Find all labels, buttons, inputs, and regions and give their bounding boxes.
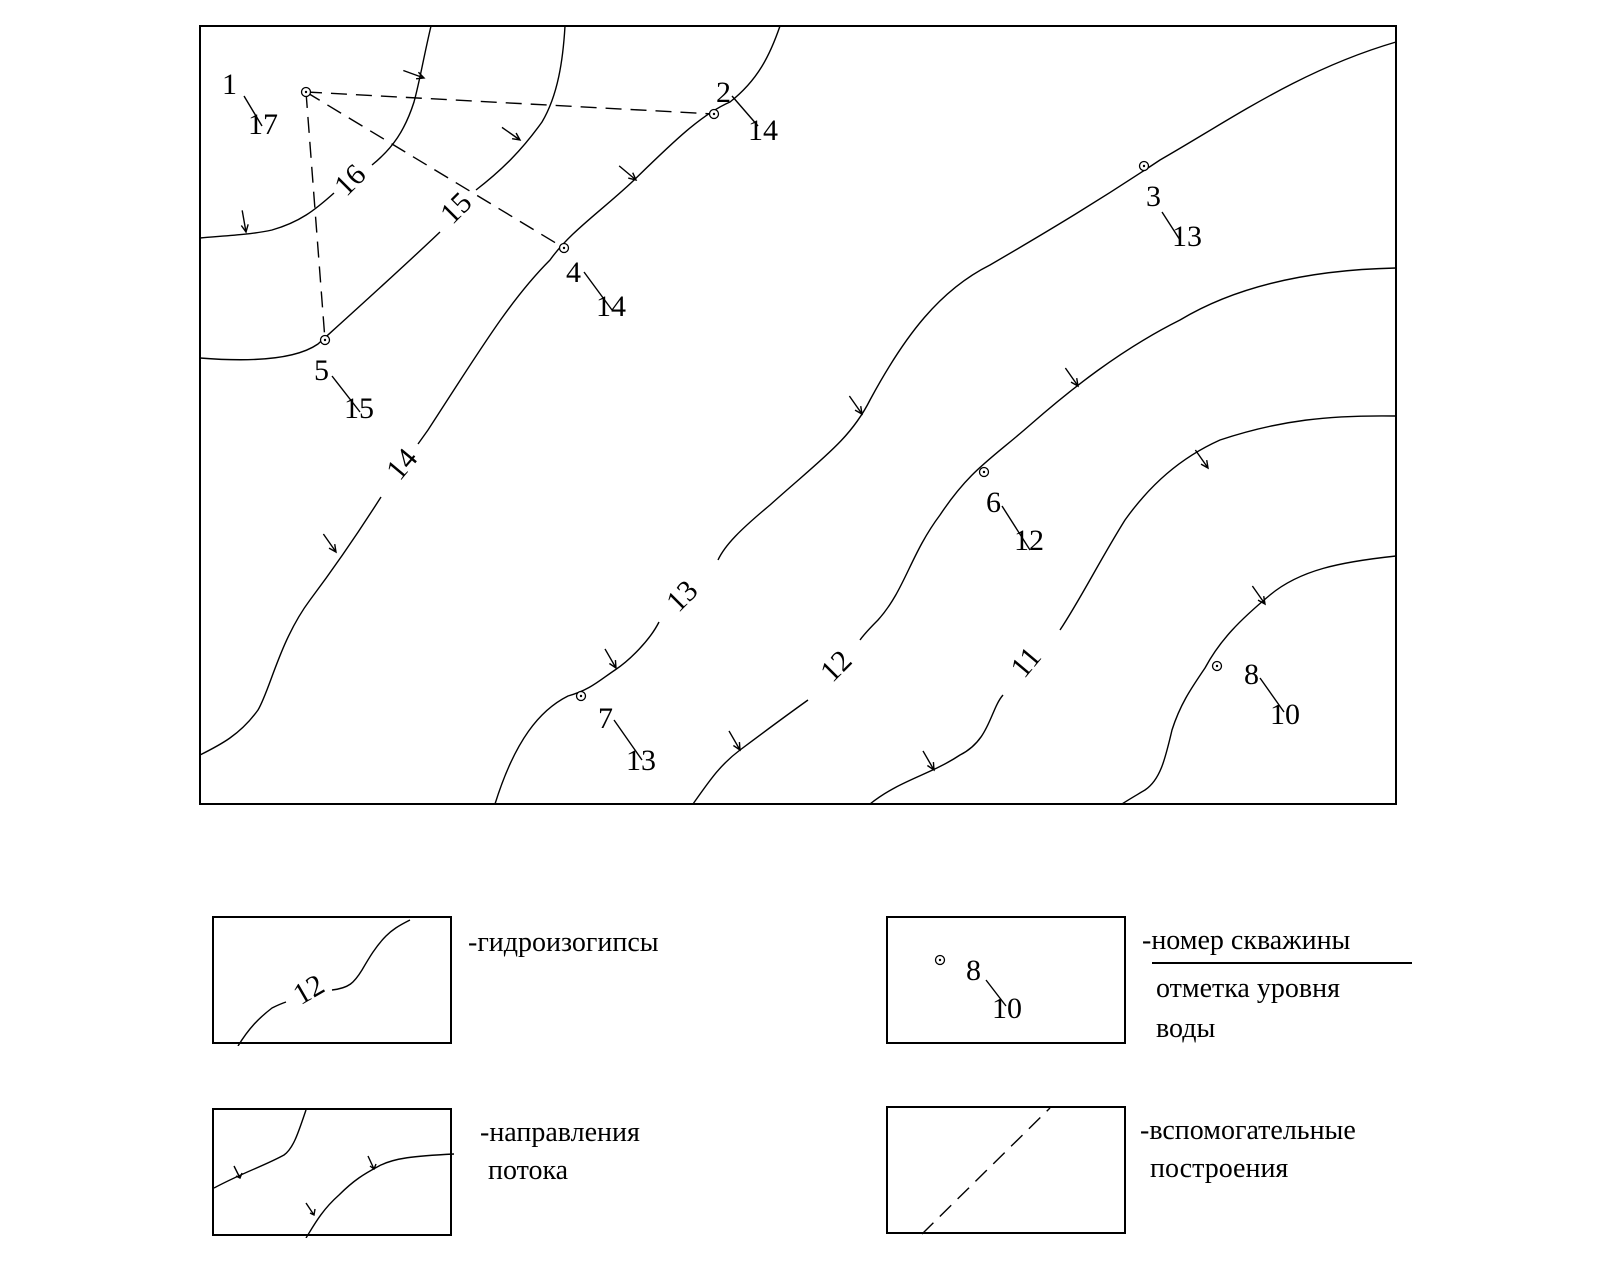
- well-8: 8 10: [1211, 658, 1300, 731]
- legend-flow-text-1: -направления: [480, 1117, 640, 1148]
- well-1: 1 17: [222, 68, 312, 141]
- contour-15-line: [199, 25, 566, 361]
- flow-arrows: [240, 69, 1266, 772]
- legend-well-text-bottom-2: воды: [1156, 1013, 1216, 1044]
- legend-well-text-top: -номер скважины: [1142, 925, 1351, 956]
- flow-arrow-icon: [618, 165, 638, 182]
- well-water-level-label: 14: [596, 290, 626, 323]
- legend-auxiliary-text-1: -вспомогательные: [1140, 1115, 1356, 1146]
- well-3: 3 13: [1138, 160, 1202, 253]
- well-fraction-slash: [613, 719, 643, 761]
- legend-hydroisohypse-box: 12: [212, 916, 452, 1046]
- flow-arrow-icon: [1064, 367, 1079, 388]
- well-water-level-label: 12: [1014, 524, 1044, 557]
- contour-label-11: 11: [1004, 641, 1048, 684]
- flow-arrow-icon: [728, 730, 741, 752]
- well-number-label: 8: [1244, 658, 1259, 691]
- well-6: 6 12: [978, 466, 1044, 557]
- legend-auxiliary-text-2: построения: [1150, 1153, 1289, 1184]
- well-number-label: 4: [566, 256, 581, 289]
- legend-flow-text-2: потока: [488, 1155, 569, 1186]
- well-water-level-label: 13: [626, 744, 656, 777]
- contour-13-line: [494, 41, 1397, 805]
- contour-11-line: [869, 415, 1397, 805]
- legend-well-level: 10: [992, 992, 1022, 1025]
- well-fraction-slash: [1161, 211, 1181, 241]
- well-fraction-slash: [331, 375, 361, 413]
- well-number-label: 7: [598, 702, 613, 735]
- legend-well-fraction-line: [1152, 962, 1412, 964]
- flow-arrow-icon: [322, 533, 337, 554]
- contour-label-13: 13: [660, 574, 705, 619]
- contour-16-line: [199, 25, 432, 239]
- map-frame: [199, 25, 1397, 805]
- legend-flow-box: [212, 1108, 454, 1238]
- flow-arrow-icon: [604, 648, 617, 670]
- flow-arrow-icon: [501, 126, 522, 141]
- flow-arrow-icon: [848, 395, 863, 416]
- legend-hydroisohypse-text: -гидроизогипсы: [468, 927, 659, 958]
- contour-10-line: [1121, 555, 1397, 805]
- legend-auxiliary-box: [886, 1106, 1126, 1235]
- contour-label-15: 15: [434, 186, 479, 231]
- contour-14-line: [199, 25, 781, 756]
- flow-arrow-icon: [922, 750, 935, 772]
- well-number-label: 5: [314, 354, 329, 387]
- contour-label-12: 12: [814, 644, 859, 689]
- flow-arrow-icon: [1251, 585, 1266, 606]
- auxiliary-line-1-4: [305, 91, 565, 249]
- well-4: 4 14: [558, 242, 626, 323]
- well-fraction-slash: [583, 271, 613, 311]
- well-number-label: 1: [222, 68, 237, 101]
- well-fraction-slash: [731, 95, 759, 127]
- well-water-level-label: 10: [1270, 698, 1300, 731]
- well-fraction-slash: [1259, 677, 1285, 713]
- auxiliary-line-1-2: [305, 91, 715, 115]
- legend-hydroisohypse-sample-label: 12: [287, 968, 329, 1012]
- well-water-level-label: 17: [248, 108, 278, 141]
- flow-arrow-icon: [403, 69, 426, 80]
- well-5: 5 15: [314, 334, 374, 425]
- well-water-level-label: 14: [748, 114, 778, 147]
- flow-arrow-icon: [1194, 449, 1209, 470]
- well-number-label: 6: [986, 486, 1001, 519]
- legend-well-box: 8 10: [886, 916, 1126, 1044]
- flow-arrow-icon: [240, 210, 249, 234]
- well-2: 2 14: [708, 76, 778, 147]
- well-number-label: 2: [716, 76, 731, 109]
- well-water-level-label: 15: [344, 392, 374, 425]
- well-fraction-slash: [243, 95, 263, 127]
- legend-well-number: 8: [966, 954, 981, 987]
- legend-well-text-bottom-1: отметка уровня: [1156, 973, 1340, 1004]
- contour-label-14: 14: [380, 442, 425, 486]
- auxiliary-line-1-5: [305, 91, 326, 341]
- well-number-label: 3: [1146, 180, 1161, 213]
- wells-layer: 1 17 2 14 3 13 4 14 5 15 6 12 7 13 8 10: [222, 68, 1300, 777]
- contour-label-16: 16: [328, 158, 373, 203]
- well-water-level-label: 13: [1172, 220, 1202, 253]
- well-fraction-slash: [1001, 505, 1031, 551]
- hydroisohypse-map: 16 15 14 13 12 11 1 17 2 14 3 13 4 14 5 15 6 12 7 13 8…: [199, 25, 1397, 805]
- well-7: 7 13: [575, 690, 656, 777]
